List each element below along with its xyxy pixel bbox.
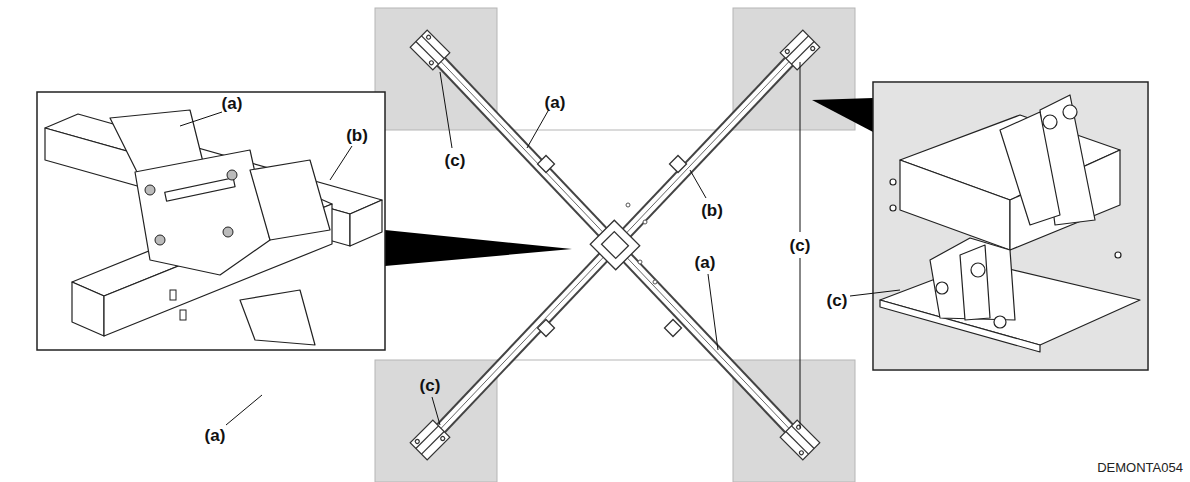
clamp <box>538 320 555 337</box>
tab <box>180 310 186 320</box>
bracket-line <box>422 36 445 59</box>
pin <box>638 260 642 264</box>
pin-head <box>227 170 237 180</box>
part-callout: (c) <box>418 376 443 395</box>
part-callout: (c) <box>825 291 850 310</box>
detail-inset-left <box>37 92 385 350</box>
beam-clamps <box>538 156 687 337</box>
bolt <box>810 46 816 52</box>
tube-end <box>72 282 104 336</box>
pin-hole <box>1063 105 1077 119</box>
bolt <box>440 436 446 442</box>
bracket-line <box>792 426 815 449</box>
leader-line <box>226 395 262 425</box>
bracket-plate <box>410 30 450 70</box>
bolt <box>426 34 432 40</box>
ground-pad <box>733 360 855 482</box>
part-callout: (b) <box>699 201 725 220</box>
ground-line <box>497 360 733 361</box>
callout-wedge <box>385 230 572 266</box>
hole <box>890 205 896 211</box>
pin <box>626 203 630 207</box>
bracket-line <box>416 42 439 65</box>
leader-line <box>690 170 706 198</box>
bolt <box>796 424 802 430</box>
part-callout: (b) <box>344 126 370 145</box>
inset-frame <box>37 92 385 350</box>
tab <box>170 290 176 300</box>
bracket-line <box>792 42 815 65</box>
bracket-line <box>786 432 809 455</box>
bolt <box>1115 252 1121 258</box>
ear-plate <box>1000 112 1060 225</box>
pin-head <box>223 227 233 237</box>
ground-line <box>497 130 733 131</box>
leader-lines <box>180 62 900 428</box>
side-plate <box>240 290 315 345</box>
clamp <box>670 156 687 173</box>
pin-head <box>145 185 155 195</box>
leader-line <box>800 62 801 232</box>
bracket-line <box>786 36 809 59</box>
end-bracket <box>410 420 450 460</box>
side-plate <box>250 160 330 240</box>
leader-line <box>800 258 801 428</box>
bolt <box>799 450 805 456</box>
callout-wedge <box>812 98 873 132</box>
pin <box>653 280 657 284</box>
ground-pads <box>375 8 855 482</box>
bolt <box>784 49 790 55</box>
pin-hole <box>971 263 985 277</box>
leader-line <box>527 111 548 148</box>
bracket-line <box>422 432 445 455</box>
leader-line <box>330 146 352 180</box>
pin-head <box>155 235 165 245</box>
part-callout: (a) <box>693 253 718 272</box>
pin-hole <box>1043 115 1057 129</box>
inset-frame <box>873 82 1148 370</box>
hole <box>890 179 896 185</box>
tube-end <box>350 200 382 246</box>
pins <box>626 203 657 284</box>
part-callout: (a) <box>220 94 245 113</box>
ground-pad <box>375 8 497 130</box>
part-callout: (a) <box>203 426 228 445</box>
leader-line <box>850 290 900 296</box>
part-callout: (c) <box>443 151 468 170</box>
bolt <box>429 60 435 66</box>
bolt <box>936 282 948 294</box>
leader-line <box>708 274 718 350</box>
ground-pad <box>874 83 1147 369</box>
center-joint-plate <box>602 232 629 259</box>
leader-line <box>432 397 440 425</box>
clamp <box>538 156 555 173</box>
clamp <box>665 320 682 337</box>
ground-pad <box>375 360 497 482</box>
bracket-line <box>416 426 439 449</box>
bolt <box>414 439 420 445</box>
leader-line <box>440 72 452 148</box>
end-bracket <box>410 30 450 70</box>
joint-plate <box>135 150 270 275</box>
bracket-plate <box>410 420 450 460</box>
detail-inset-right <box>873 82 1148 370</box>
beam-side <box>900 160 1010 250</box>
pivot-bracket <box>930 238 1015 320</box>
bolt <box>994 316 1006 328</box>
part-callout: (c) <box>788 236 813 255</box>
part-callout: (a) <box>543 93 568 112</box>
center-joint <box>590 220 639 269</box>
pin <box>643 220 647 224</box>
slot <box>165 178 235 201</box>
leader-line <box>180 112 222 126</box>
pivot-gusset <box>960 245 990 320</box>
drawing-code: DEMONTA054 <box>1095 460 1185 475</box>
